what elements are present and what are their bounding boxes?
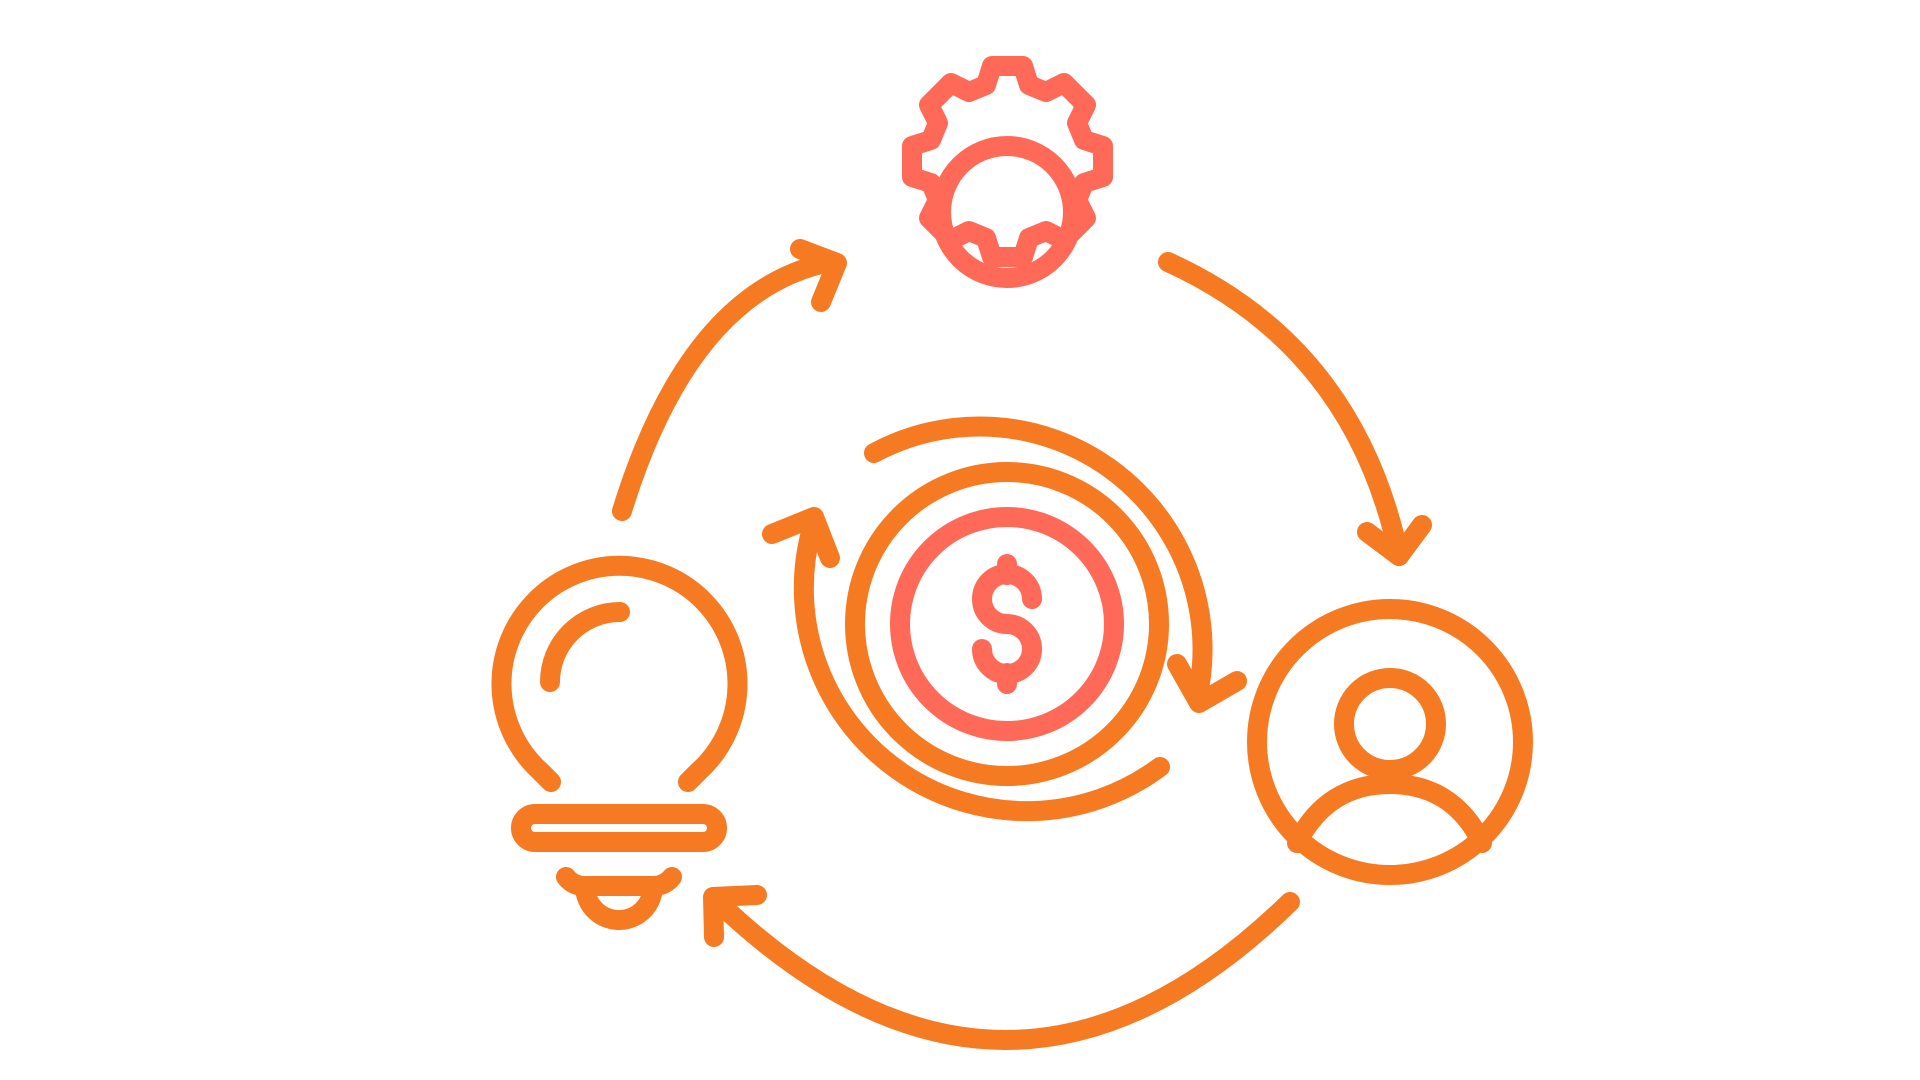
arrow-arc	[612, 252, 840, 521]
dollar-sign	[972, 564, 1042, 684]
arrow-bulb-to-gear	[612, 239, 847, 521]
coin-inner-ring	[890, 507, 1124, 741]
arrowhead	[790, 239, 847, 312]
bulb-base-band	[511, 804, 727, 852]
avatar-shoulders	[1287, 774, 1492, 853]
bulb-neck	[556, 867, 682, 896]
circulating-arrow-right	[864, 416, 1247, 713]
arrowhead	[1167, 654, 1247, 713]
arrow-arc	[708, 892, 1300, 1050]
arrowhead	[1357, 515, 1432, 566]
bulb-shine	[540, 602, 630, 692]
gear-hub	[931, 136, 1083, 288]
gear-outline	[902, 56, 1113, 267]
arrowhead	[703, 885, 767, 947]
arrow-gear-to-user	[1158, 252, 1432, 566]
circulating-arrow-left	[762, 507, 1170, 822]
arrow-user-to-bulb	[703, 885, 1300, 1050]
arrow-arc	[1158, 252, 1409, 566]
avatar-head	[1334, 668, 1446, 780]
arrow-arc	[864, 416, 1213, 693]
user-avatar-icon	[1247, 599, 1533, 885]
bulb-glass	[491, 555, 748, 792]
lightbulb-icon	[491, 555, 748, 930]
bulb-tip	[575, 876, 663, 930]
gear-icon	[902, 56, 1113, 288]
arrow-arc	[793, 522, 1170, 822]
coin-outer-ring	[845, 462, 1169, 786]
avatar-ring	[1247, 599, 1533, 885]
arrowhead	[762, 507, 840, 568]
coin-dollar-icon	[845, 462, 1169, 786]
